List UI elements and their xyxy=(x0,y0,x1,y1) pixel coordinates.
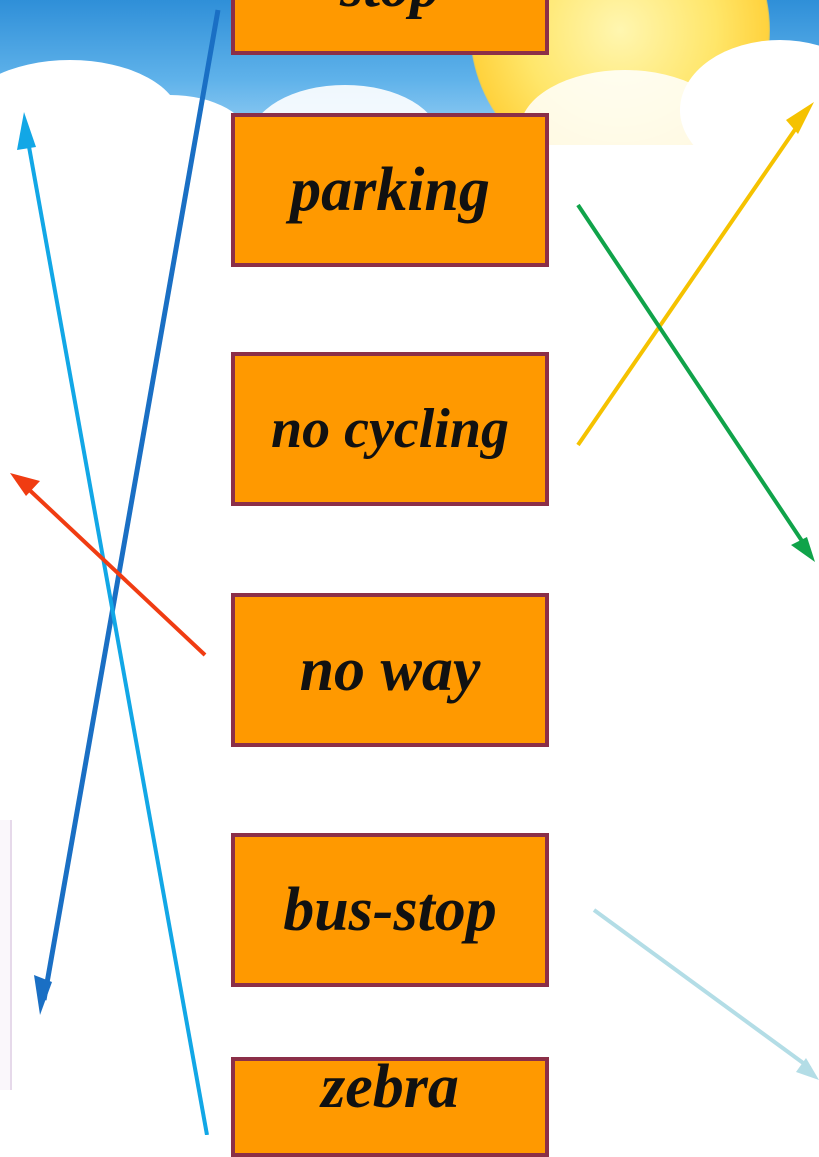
word-no-cycling: no cycling xyxy=(271,398,509,460)
arrowhead-light-blue xyxy=(17,112,36,150)
word-card-parking[interactable]: parking xyxy=(231,113,549,267)
arrow-yellow xyxy=(576,102,814,447)
arrowhead-pale-blue xyxy=(796,1058,819,1080)
arrow-dark-blue xyxy=(34,9,221,1015)
left-frame-edge xyxy=(0,820,12,1090)
word-card-no-cycling[interactable]: no cycling xyxy=(231,352,549,506)
arrowhead-dark-blue xyxy=(34,975,52,1015)
word-card-bus-stop[interactable]: bus-stop xyxy=(231,833,549,987)
arrow-pale-blue xyxy=(592,908,819,1080)
word-stop: stop xyxy=(340,0,440,21)
arrowhead-red xyxy=(10,473,40,496)
word-card-no-way[interactable]: no way xyxy=(231,593,549,747)
arrowhead-green xyxy=(791,537,815,562)
word-card-stop[interactable]: stop xyxy=(231,0,549,55)
arrow-red xyxy=(10,473,207,657)
word-bus-stop: bus-stop xyxy=(283,875,497,944)
arrow-light-blue xyxy=(17,112,209,1135)
word-parking: parking xyxy=(290,155,490,224)
word-zebra: zebra xyxy=(321,1052,459,1121)
word-no-way: no way xyxy=(299,635,481,704)
arrow-green xyxy=(576,203,815,562)
arrowhead-yellow xyxy=(786,102,814,134)
